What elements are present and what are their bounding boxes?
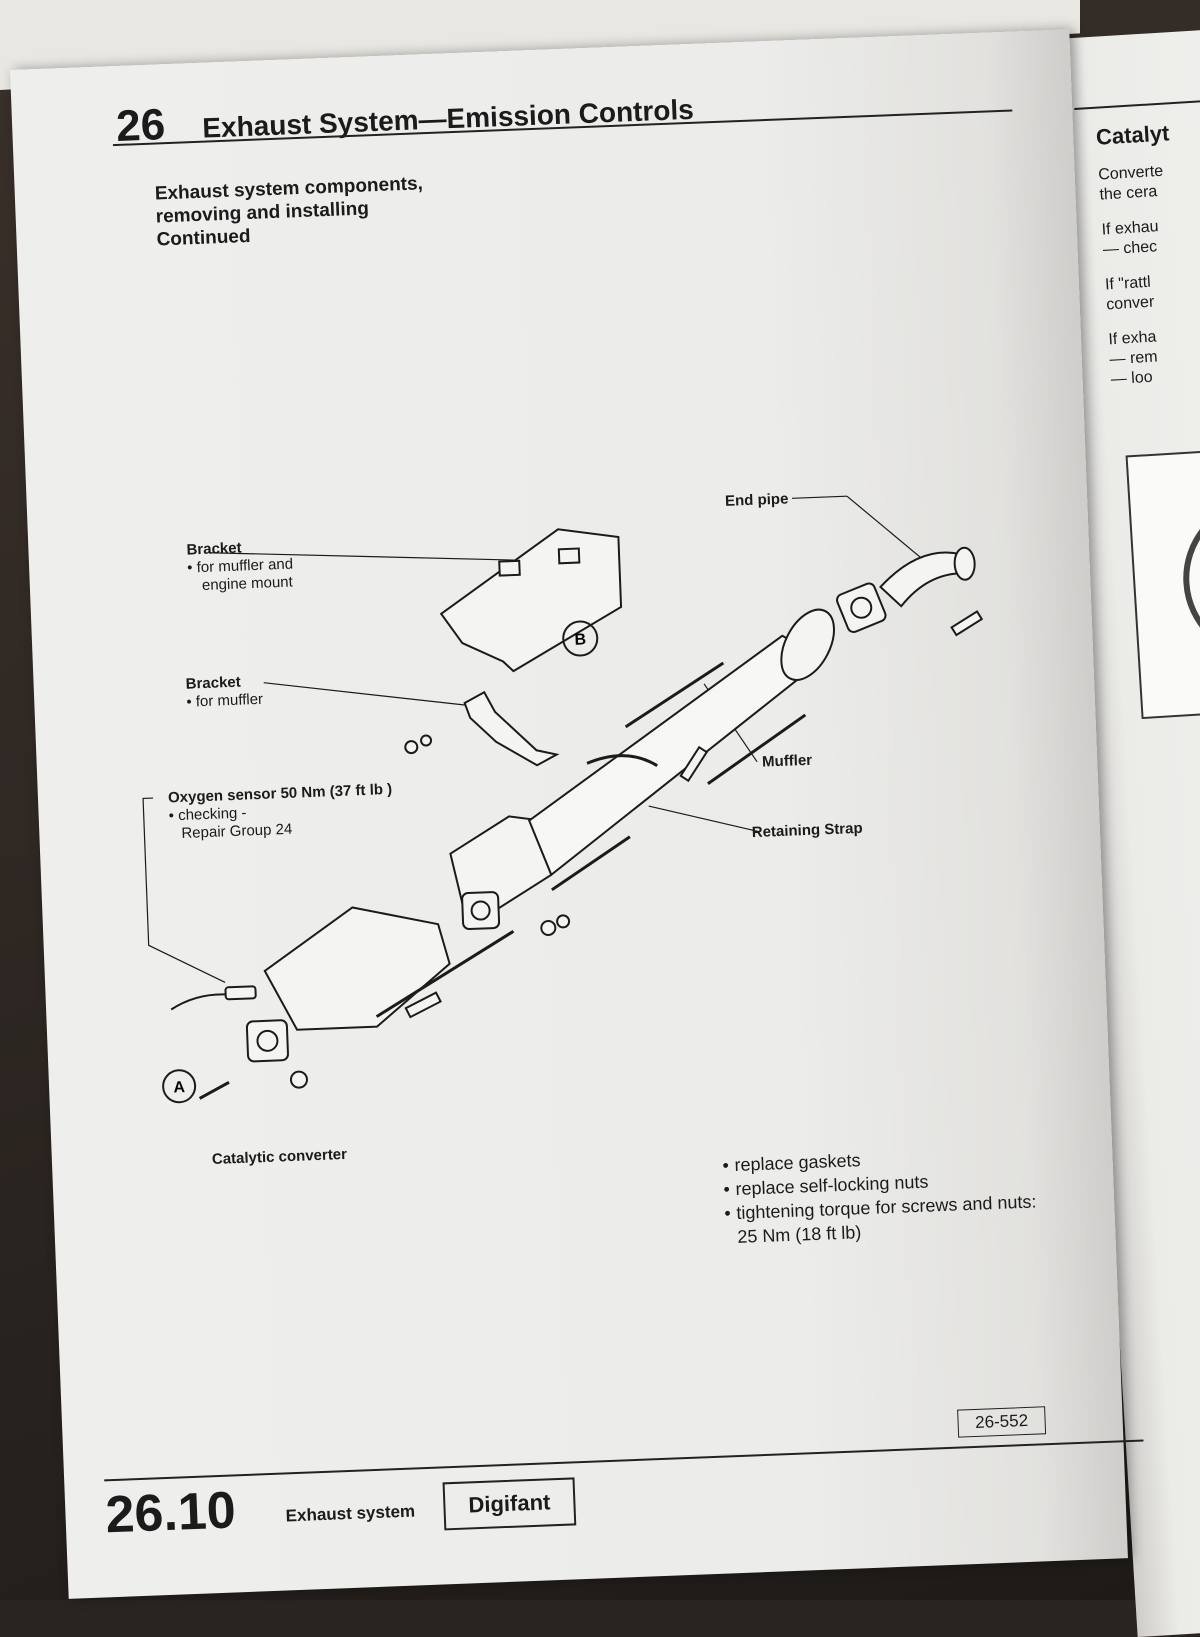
section-number: 26.10 [104,1481,237,1545]
label-bracket-muffler: Bracket • for muffler [185,673,264,711]
section-title: Exhaust system components, removing and … [154,173,424,251]
facing-line: If "rattl [1104,273,1152,294]
facing-line: conver [1105,293,1155,314]
exhaust-diagram: B A Bracket • for muffler and engine mou… [52,350,1079,1168]
facing-page-header: Catalyt [1095,120,1171,150]
facing-line: If exhau [1101,218,1160,239]
label-oxygen-sensor: Oxygen sensor 50 Nm (37 ft lb ) • checki… [167,780,393,842]
callout-b: B [574,631,586,648]
installation-notes: replace gaskets replace self-locking nut… [722,1141,1038,1249]
facing-line: the cera [1099,183,1158,204]
label-catalytic-converter: Catalytic converter [211,1145,348,1169]
facing-line: Converte [1097,162,1164,184]
callout-b-circle [562,620,599,657]
facing-line: — rem [1109,348,1159,369]
footer-rule [104,1439,1144,1482]
callout-a-circle [162,1069,197,1104]
facing-line: If exha [1107,328,1157,349]
manual-page: 26 Exhaust System—Emission Controls Exha… [10,29,1144,1599]
engine-badge: Digifant [442,1477,577,1531]
section-label: Exhaust system [285,1501,416,1526]
label-muffler: Muffler [761,751,813,771]
facing-line: — loo [1110,368,1154,389]
exploded-view-drawing: B A [142,495,984,1104]
facing-line: — chec [1102,238,1158,259]
callout-a: A [173,1079,186,1096]
page-reference: 26-552 [957,1406,1047,1438]
label-bracket-engine: Bracket • for muffler and engine mount [186,539,294,595]
label-end-pipe: End pipe [724,490,789,510]
